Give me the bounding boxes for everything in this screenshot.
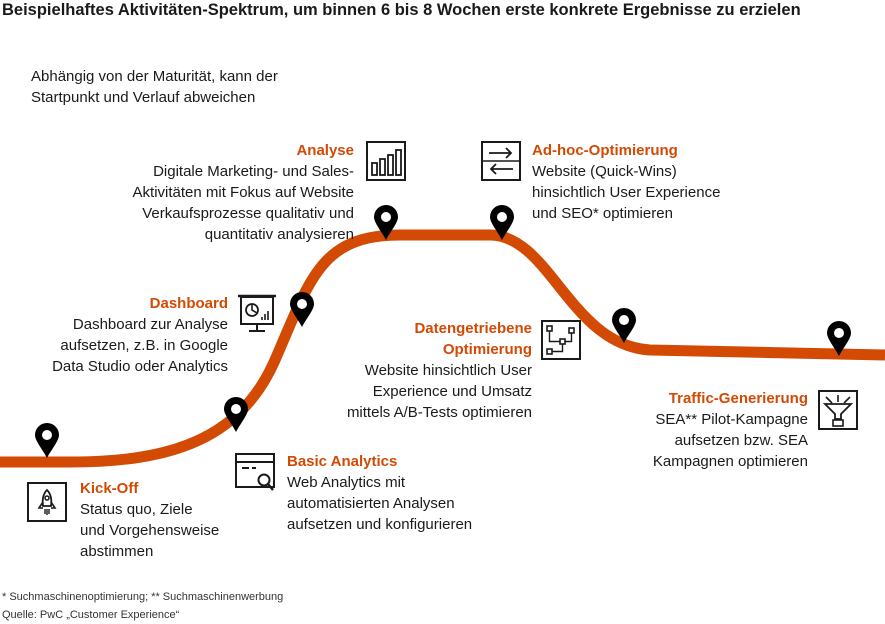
page-title: Beispielhaftes Aktivitäten-Spektrum, um … (2, 1, 801, 19)
swap-arrows-icon (481, 141, 521, 181)
step-dashboard-title: Dashboard (149, 295, 228, 312)
browser-search-icon (235, 453, 275, 493)
pin-analyse (374, 205, 398, 240)
bar-chart-icon (366, 141, 406, 181)
source-note: Quelle: PwC „Customer Experience“ (2, 609, 180, 621)
pin-end-hole (834, 328, 844, 338)
step-traffic-text: SEA** Pilot-Kampagne aufsetzen bzw. SEA … (652, 411, 808, 470)
pin-dashboard (290, 292, 314, 327)
pin-basic-analytics (224, 397, 248, 432)
step-traffic: Traffic-Generierung SEA** Pilot-Kampagne… (653, 388, 808, 472)
presentation-board-icon (237, 293, 277, 333)
step-datengetrieben: Datengetriebene Optimierung Website hins… (347, 318, 532, 423)
pin-kickoff-hole (42, 430, 52, 440)
pin-dashboard-hole (297, 299, 307, 309)
footnote: * Suchmaschinenoptimierung; ** Suchmasch… (2, 591, 284, 603)
step-kickoff-text: Status quo, Ziele und Vorgehensweise abs… (80, 501, 220, 560)
curve-path (0, 229, 885, 468)
step-basic-analytics-text: Web Analytics mit automatisierten Analys… (287, 474, 473, 533)
step-adhoc-title: Ad-hoc-Optimierung (532, 142, 678, 159)
intro-line-2: Startpunkt und Verlauf abweichen (31, 89, 256, 106)
step-datengetrieben-title: Datengetriebene Optimierung (414, 320, 532, 358)
step-analyse: Analyse Digitale Marketing- und Sales- A… (133, 140, 354, 245)
step-basic-analytics-title: Basic Analytics (287, 453, 398, 470)
pin-analyse-hole (381, 212, 391, 222)
pin-adhoc (490, 205, 514, 240)
step-traffic-title: Traffic-Generierung (668, 390, 808, 407)
intro-line-1: Abhängig von der Maturität, kann der (31, 68, 278, 85)
step-adhoc: Ad-hoc-Optimierung Website (Quick-Wins) … (532, 140, 720, 224)
step-basic-analytics: Basic Analytics Web Analytics mit automa… (287, 451, 472, 535)
pin-traffic-hole (619, 315, 629, 325)
step-adhoc-text: Website (Quick-Wins) hinsichtlich User E… (532, 163, 721, 222)
intro-note: Abhängig von der Maturität, kann der Sta… (31, 66, 278, 108)
pin-kickoff (35, 423, 59, 458)
pin-end (827, 321, 851, 356)
pin-adhoc-hole (497, 212, 507, 222)
pin-group (35, 205, 851, 458)
funnel-icon (818, 390, 858, 430)
step-dashboard-text: Dashboard zur Analyse aufsetzen, z.B. in… (52, 316, 228, 375)
step-kickoff-title: Kick-Off (80, 480, 139, 497)
step-analyse-title: Analyse (296, 142, 354, 159)
step-dashboard: Dashboard Dashboard zur Analyse aufsetze… (52, 293, 228, 377)
step-analyse-text: Digitale Marketing- und Sales- Aktivität… (132, 163, 354, 243)
step-datengetrieben-text: Website hinsichtlich User Experience und… (346, 362, 532, 421)
flowchart-icon (541, 320, 581, 360)
step-kickoff: Kick-Off Status quo, Ziele und Vorgehens… (80, 478, 219, 562)
pin-traffic (612, 308, 636, 343)
rocket-icon (27, 482, 67, 522)
pin-basic-analytics-hole (231, 404, 241, 414)
